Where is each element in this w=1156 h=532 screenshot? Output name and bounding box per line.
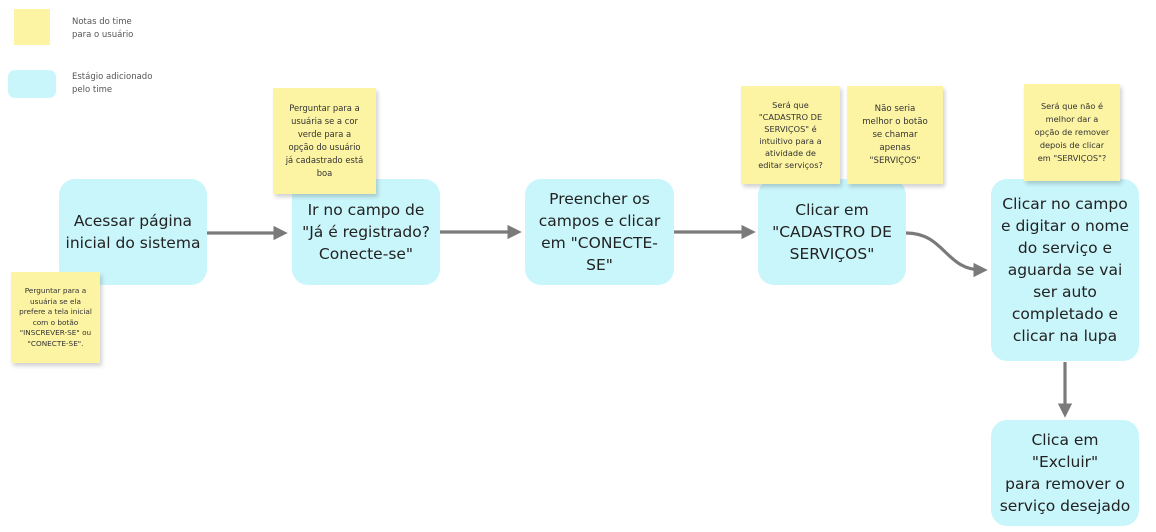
legend-label-stage: Estágio adicionado pelo time xyxy=(72,72,153,95)
step-clica-excluir: Clica em "Excluir" para remover o serviç… xyxy=(991,420,1139,526)
note-tela-inicial: Perguntar para a usuária se ela prefere … xyxy=(11,272,100,363)
step-ir-no-campo: Ir no campo de "Já é registrado? Conecte… xyxy=(292,179,440,285)
arrow-4 xyxy=(905,231,988,278)
legend-swatch-stage xyxy=(8,70,56,98)
step-preencher-campos: Preencher os campos e clicar em "CONECTE… xyxy=(525,179,674,285)
step-clicar-no-campo: Clicar no campo e digitar o nome do serv… xyxy=(991,179,1139,361)
legend-label-notes: Notas do time para o usuário xyxy=(72,17,134,40)
note-cor-verde: Perguntar para a usuária se a cor verde … xyxy=(273,88,376,194)
note-cadastro-intuitivo: Será que "CADASTRO DE SERVIÇOS" é intuit… xyxy=(741,86,840,184)
note-botao-servicos: Não seria melhor o botão se chamar apena… xyxy=(847,86,943,184)
note-opcao-remover: Será que não é melhor dar a opção de rem… xyxy=(1024,84,1120,181)
step-acessar-pagina: Acessar página inicial do sistema xyxy=(59,179,207,285)
legend-swatch-notes xyxy=(14,9,50,45)
step-clicar-cadastro: Clicar em "CADASTRO DE SERVIÇOS" xyxy=(758,179,906,285)
